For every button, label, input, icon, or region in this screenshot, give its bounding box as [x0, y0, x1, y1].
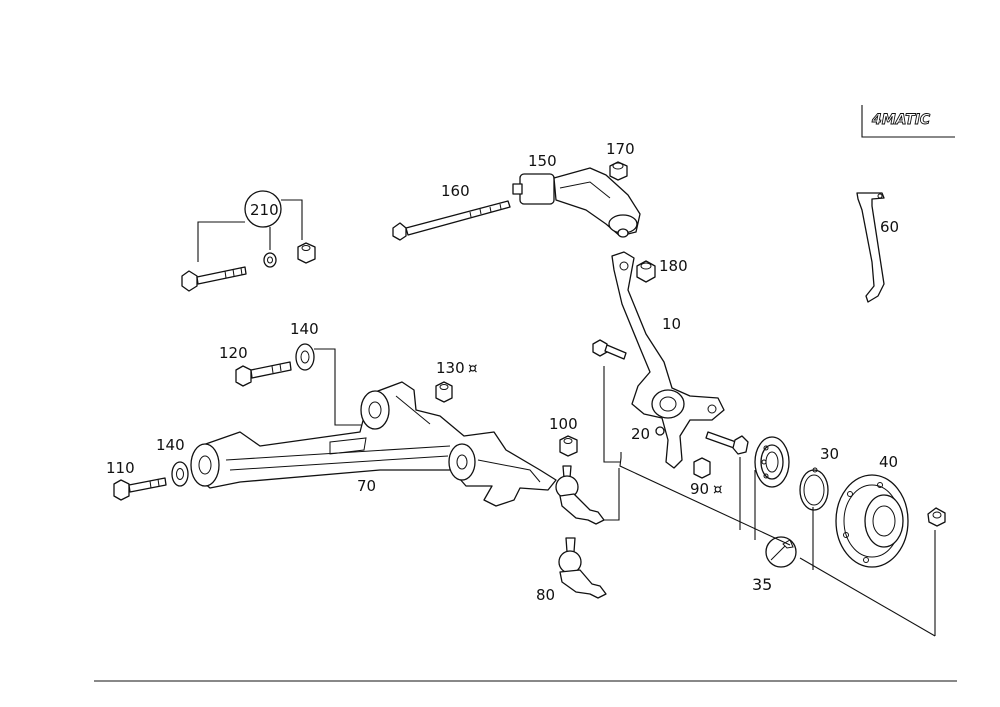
4matic-badge: 4MATIC	[861, 105, 955, 138]
label-70: 70	[357, 477, 376, 495]
label-120: 120	[219, 344, 248, 362]
part-labels: 10 20 30 35 40 60 70 80 90 ¤ 100 110 120…	[106, 140, 899, 604]
label-40: 40	[879, 453, 898, 471]
label-140-lower: 140	[156, 436, 185, 454]
knuckle-part-10	[611, 251, 725, 469]
nut-part-130	[435, 381, 453, 403]
wheel-bearing	[754, 436, 790, 488]
bolt-part-110	[113, 477, 167, 501]
kit-part-210	[181, 190, 316, 292]
label-20: 20	[631, 425, 650, 443]
bolt-part-20	[592, 339, 665, 436]
symbol-90: ¤	[713, 480, 723, 498]
ball-joint-part-80	[558, 537, 607, 599]
nut-part-170	[609, 161, 628, 181]
label-210: 210	[250, 201, 279, 219]
label-150: 150	[528, 152, 557, 170]
label-35: 35	[752, 575, 772, 594]
nut-part-100	[559, 435, 578, 457]
bolt-part-120	[235, 361, 292, 387]
label-140-upper: 140	[290, 320, 319, 338]
washer-part-140-upper	[295, 343, 362, 426]
nut-part-180	[636, 260, 656, 283]
ball-joint-upper	[555, 465, 620, 525]
washer-part-140-lower	[171, 461, 189, 487]
symbol-130: ¤	[468, 359, 478, 377]
label-30: 30	[820, 445, 839, 463]
label-170: 170	[606, 140, 635, 158]
upper-arm-part-150	[512, 167, 641, 238]
bolt-part-90	[693, 431, 749, 479]
assembly-leader-lines	[603, 366, 936, 637]
circlip-part-30	[799, 467, 829, 511]
label-80: 80	[536, 586, 555, 604]
label-110: 110	[106, 459, 135, 477]
wheel-hub-part-40	[835, 474, 909, 568]
bolt-part-160	[392, 200, 511, 241]
label-10: 10	[662, 315, 681, 333]
label-160: 160	[441, 182, 470, 200]
bracket-part-60	[856, 192, 885, 303]
label-130: 130	[436, 359, 465, 377]
wrench-icon	[765, 536, 797, 568]
label-90: 90	[690, 480, 709, 498]
4matic-text: 4MATIC	[871, 112, 931, 128]
hub-bolt	[927, 507, 946, 527]
lower-arm-part-70	[190, 381, 557, 507]
label-180: 180	[659, 257, 688, 275]
label-100: 100	[549, 415, 578, 433]
label-60: 60	[880, 218, 899, 236]
